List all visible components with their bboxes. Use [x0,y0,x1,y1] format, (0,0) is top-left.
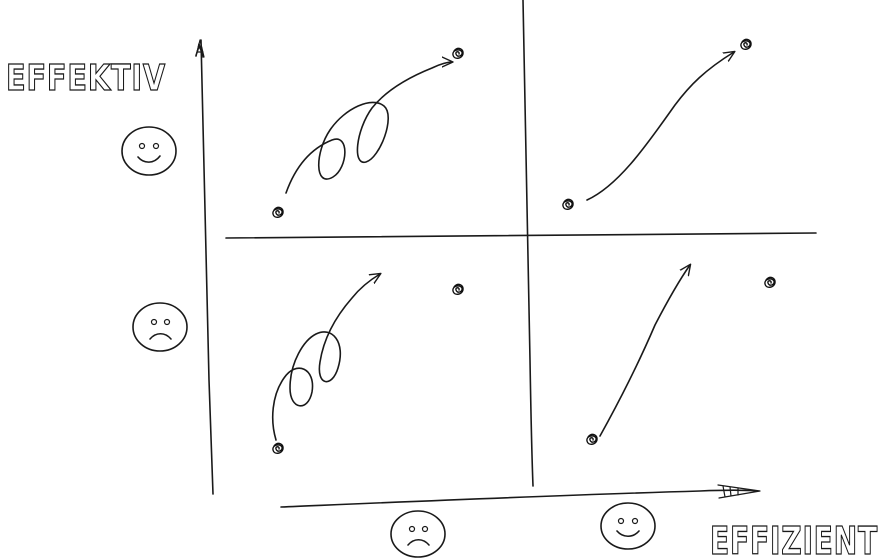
happy-face-icon [121,126,177,176]
start-point-icon [272,206,284,218]
start-point-icon [272,442,284,454]
goal-point-icon [452,47,464,59]
quadrant-bottom-right [586,265,776,445]
start-point-icon [562,198,574,210]
goal-point-icon [740,38,752,50]
quadrant-dividers [225,0,817,487]
x-axis-label: EFFIZIENT [710,519,878,558]
sad-face-icon [390,510,446,558]
quadrant-bottom-left [271,274,464,454]
x-axis [280,484,761,508]
quadrant-top-right [562,38,752,210]
happy-face-icon [600,502,656,550]
sad-face-icon [132,302,188,352]
quadrant-top-left [272,47,464,218]
goal-point-icon [452,283,464,295]
goal-point-icon [764,276,776,288]
y-axis [195,39,214,495]
start-point-icon [586,433,598,445]
y-axis-label: EFFEKTIV [6,58,166,99]
